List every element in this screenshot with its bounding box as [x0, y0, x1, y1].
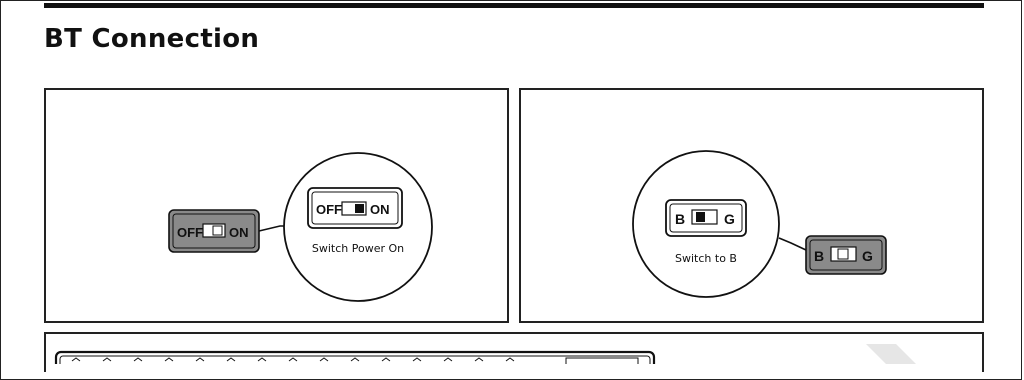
mode-switch-caption: Switch to B — [675, 252, 737, 265]
mode-switch-pointer — [778, 237, 807, 251]
section-title: BT Connection — [44, 24, 260, 54]
mode-switch-illustration: B G Switch to B B G — [632, 150, 887, 298]
mode-switch-panel: B G Switch to B B G — [519, 88, 984, 323]
mode-switch-small-left-label: B — [814, 248, 824, 264]
background-shape — [866, 344, 916, 364]
power-switch-small-off-label: OFF — [177, 225, 203, 240]
power-switch-zoom-off-label: OFF — [316, 202, 342, 217]
mode-switch-zoom-knob — [696, 212, 705, 222]
mode-switch-small-knob — [837, 248, 849, 260]
keyboard-panel — [44, 332, 984, 372]
keyboard-illustration — [54, 344, 916, 364]
mode-switch-zoom-right-label: G — [724, 211, 735, 227]
power-switch-illustration: OFF ON OFF ON Switch Power On — [168, 152, 433, 302]
power-switch-small: OFF ON — [168, 209, 260, 253]
power-switch-panel: OFF ON OFF ON Switch Power On — [44, 88, 509, 323]
power-switch-zoom-on-label: ON — [370, 202, 390, 217]
power-switch-pointer — [258, 225, 286, 232]
mode-switch-small-right-label: G — [862, 248, 873, 264]
power-switch-small-knob — [212, 225, 223, 236]
top-rule — [44, 3, 984, 8]
power-switch-zoom: OFF ON — [307, 187, 403, 229]
mode-switch-small: B G — [805, 235, 887, 275]
mode-switch-zoom: B G — [665, 199, 747, 237]
power-switch-small-on-label: ON — [229, 225, 249, 240]
mode-switch-zoom-left-label: B — [675, 211, 685, 227]
power-switch-caption: Switch Power On — [312, 242, 404, 255]
power-switch-zoom-knob — [355, 204, 364, 213]
